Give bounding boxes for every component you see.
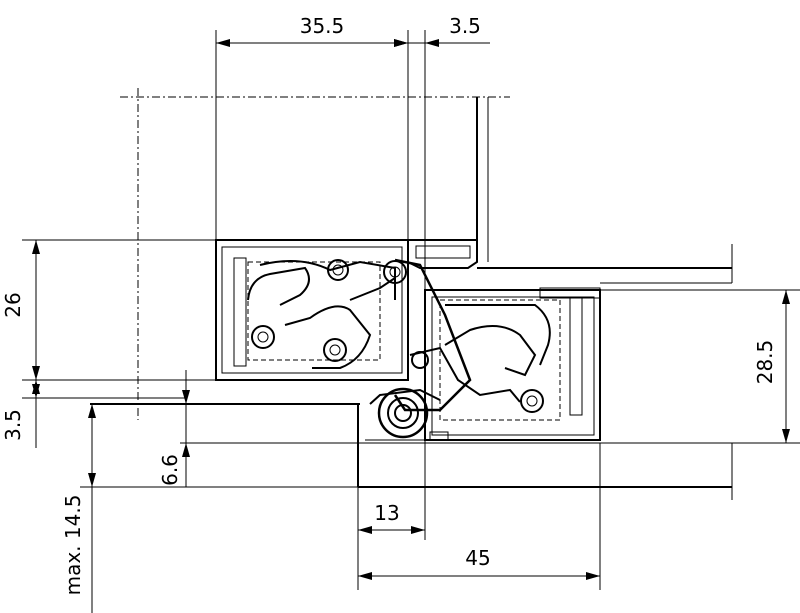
extension-lines xyxy=(22,30,800,590)
dim-label-max-14-5: max. 14.5 xyxy=(61,495,85,596)
center-hinge-arm xyxy=(365,239,478,441)
dim-label-28-5: 28.5 xyxy=(753,340,777,385)
dim-label-13: 13 xyxy=(374,501,399,525)
dimension-35-5: 35.5 xyxy=(216,14,408,47)
dim-label-45: 45 xyxy=(465,546,490,570)
dimension-13: 13 xyxy=(358,501,425,534)
dim-label-3-5-left: 3.5 xyxy=(1,409,25,441)
dimension-3-5-left: 3.5 xyxy=(1,360,40,448)
dimension-6-6: 6.6 xyxy=(158,370,190,487)
dimension-26: 26 xyxy=(1,240,40,380)
dimension-max-14-5: max. 14.5 xyxy=(61,404,96,613)
dim-label-35-5: 35.5 xyxy=(300,14,345,38)
dimension-45: 45 xyxy=(358,546,600,580)
dim-label-26: 26 xyxy=(1,292,25,317)
dimension-28-5: 28.5 xyxy=(753,290,790,443)
right-hinge-body xyxy=(409,287,601,441)
left-hinge-body xyxy=(215,239,409,381)
dim-label-6-6: 6.6 xyxy=(158,454,182,486)
dim-label-3-5-top: 3.5 xyxy=(449,14,481,38)
dimension-3-5-top: 3.5 xyxy=(380,14,490,47)
